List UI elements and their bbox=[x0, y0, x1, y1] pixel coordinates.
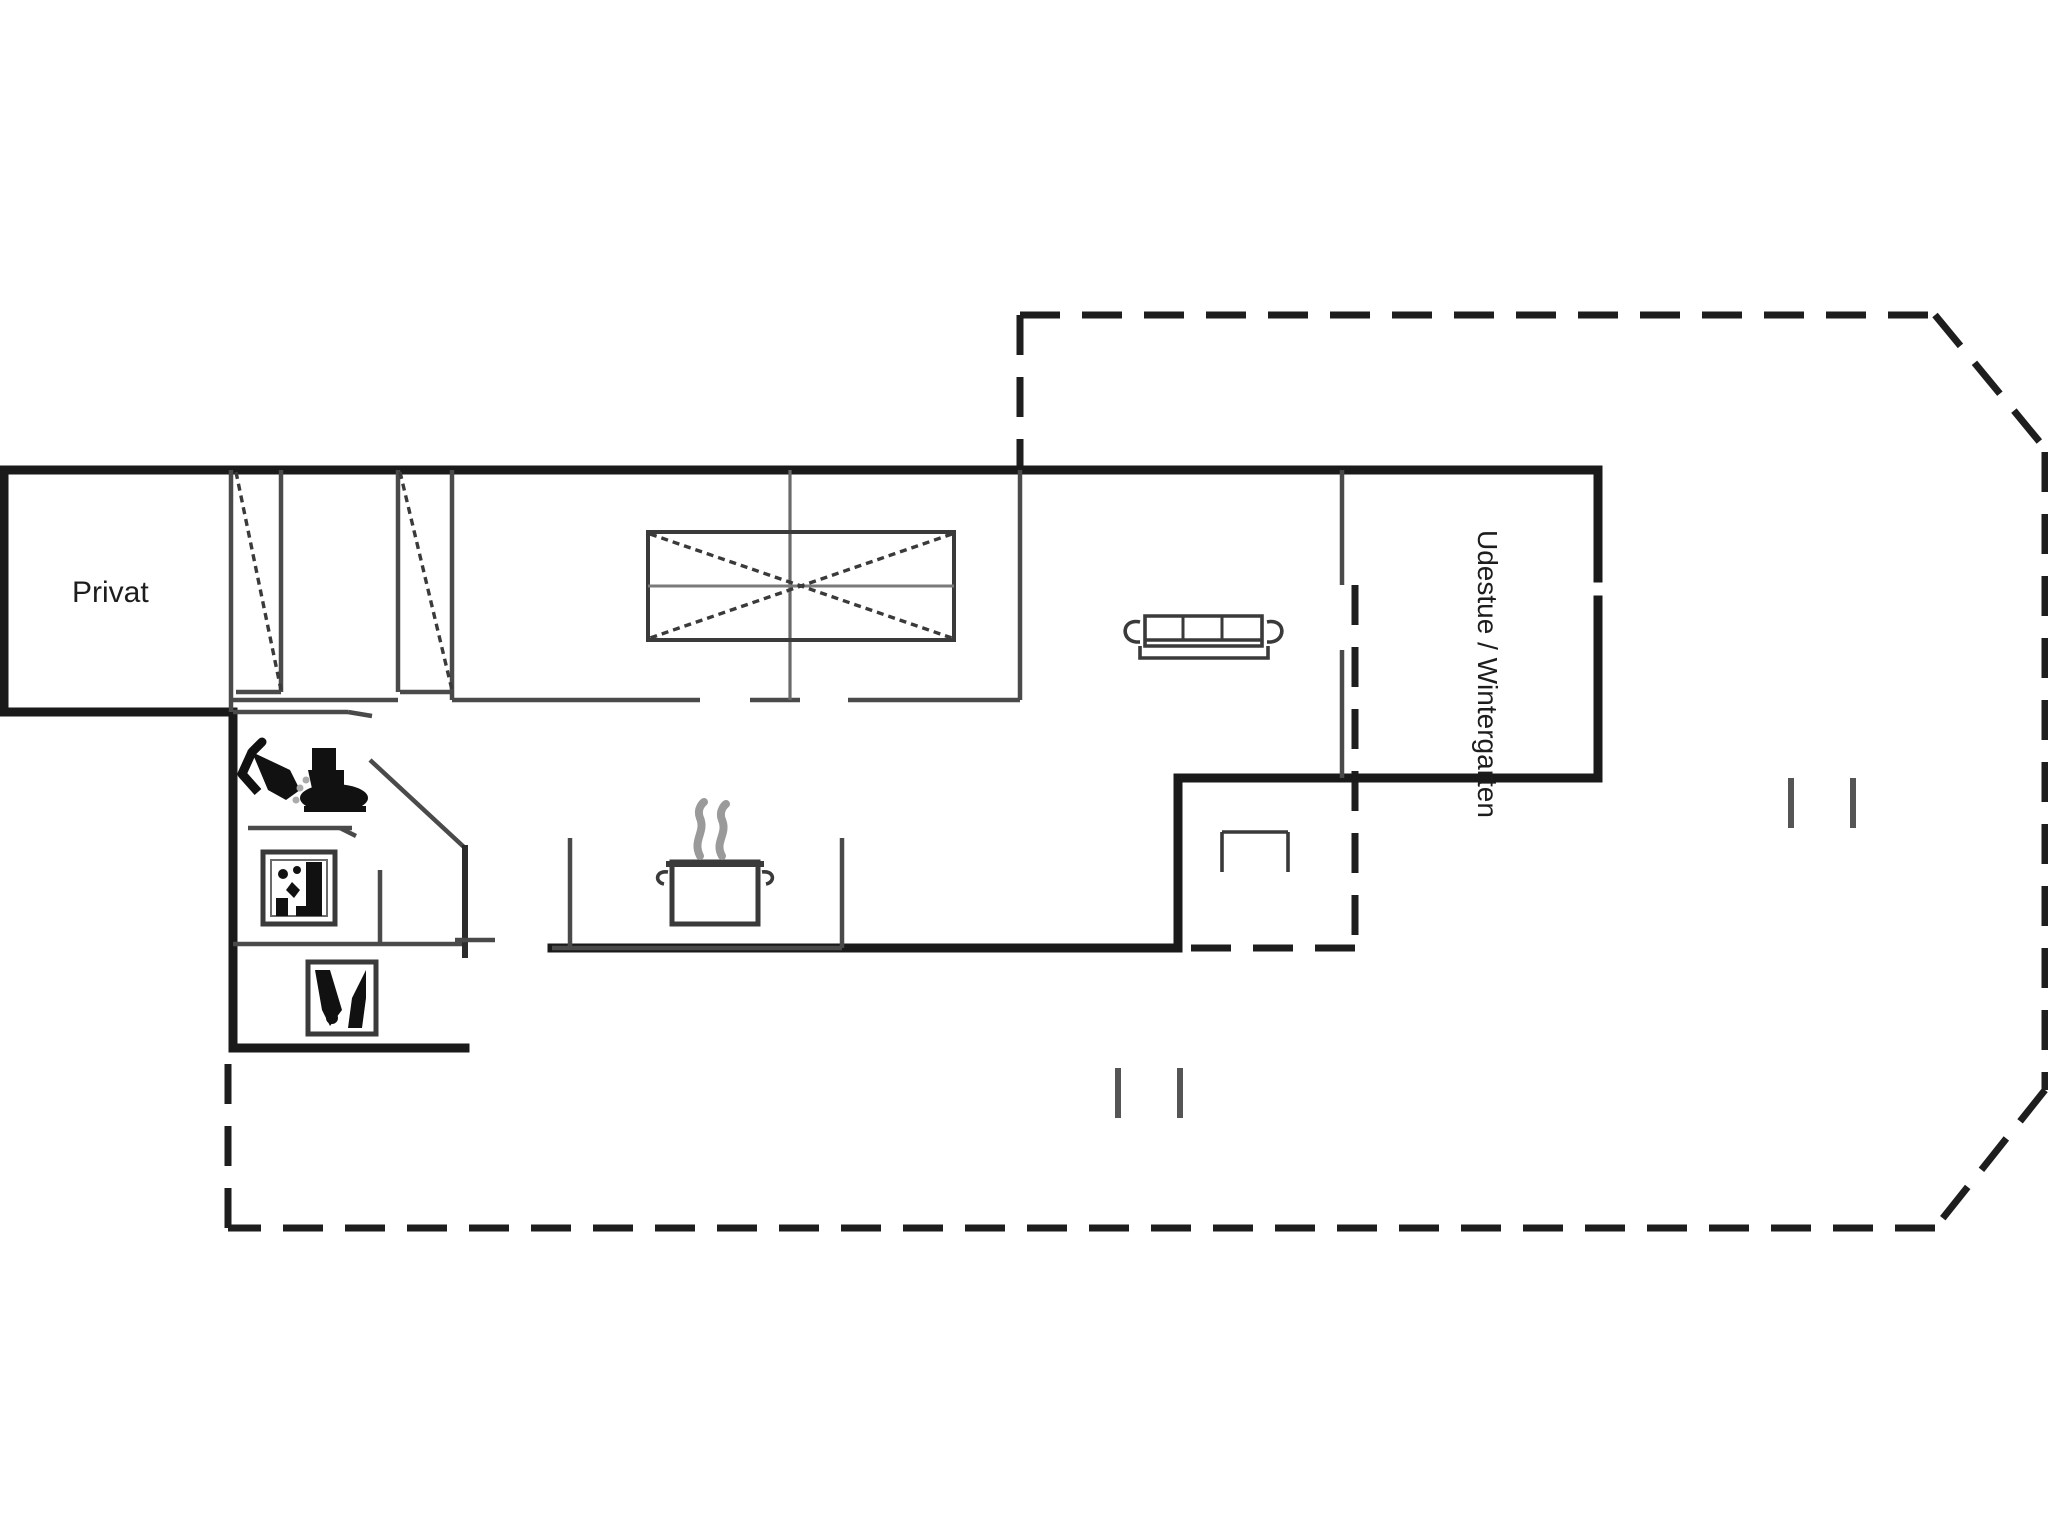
terrace-boundary bbox=[224, 311, 2048, 1232]
room-label-wintergarten: Udestue / Wintergarten bbox=[1472, 530, 1503, 818]
toilet-icon bbox=[300, 748, 368, 812]
room-label-privat: Privat bbox=[72, 576, 149, 609]
shower-icon bbox=[237, 737, 312, 804]
sofa-icon bbox=[1123, 614, 1284, 660]
step-marks-terrace-right bbox=[1788, 778, 1856, 828]
cooking-pot-icon bbox=[655, 798, 775, 927]
house-outer-walls bbox=[0, 465, 1603, 1053]
dining-table-icon bbox=[646, 530, 956, 642]
door-hall bbox=[398, 471, 454, 695]
terrace-table-icon bbox=[1220, 830, 1290, 872]
door-utility bbox=[338, 825, 358, 839]
door-bath bbox=[347, 709, 373, 719]
interior-walls bbox=[228, 470, 1345, 958]
step-marks-terrace-bottom bbox=[1115, 1068, 1183, 1118]
washing-machine-icon bbox=[260, 849, 338, 927]
cleaning-supplies-icon bbox=[305, 959, 379, 1037]
door-privat bbox=[234, 471, 283, 695]
